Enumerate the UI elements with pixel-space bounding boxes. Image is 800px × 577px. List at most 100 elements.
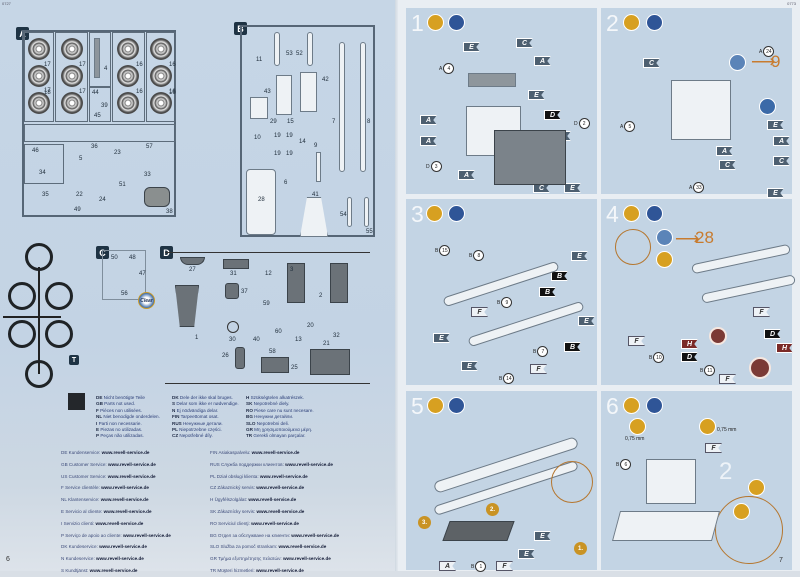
ring [45, 320, 73, 348]
service-link[interactable]: www.revell-service.de [107, 473, 156, 479]
element: A [620, 123, 624, 130]
c: 10 [653, 352, 665, 363]
num: 16 [136, 89, 143, 95]
reference-step-ghost: 2 [719, 458, 733, 485]
element: Servizio clienti: [63, 520, 95, 526]
c: 8 [473, 250, 485, 261]
paint-flag: C [516, 38, 533, 48]
element: CZ Zákaznický servis: www.revell-service… [210, 482, 339, 494]
ring [25, 360, 53, 388]
element: CZ [172, 433, 179, 439]
service-link[interactable]: www.revell-service.de [96, 556, 144, 562]
element: TR [210, 567, 217, 573]
element: Customer Service: [68, 461, 107, 467]
ring [45, 282, 73, 310]
element: I Parti non necessarie. [96, 421, 160, 427]
service-link[interactable]: www.revell-service.de [282, 556, 331, 562]
service-link[interactable]: www.revell-service.de [99, 544, 147, 550]
num: 26 [222, 353, 229, 359]
paint-flag: E [578, 316, 595, 326]
element: US [61, 473, 68, 479]
attention-icon [748, 479, 765, 496]
paint-flag: B [551, 271, 568, 281]
service-link[interactable]: www.revell-service.de [255, 567, 304, 573]
part [330, 263, 348, 303]
cell [112, 32, 145, 122]
element [38, 267, 40, 374]
lightpart [276, 75, 292, 115]
num: 36 [91, 144, 98, 150]
service-link[interactable]: www.revell-service.de [256, 485, 305, 491]
service-link[interactable]: www.revell-service.de [95, 520, 144, 526]
num: 49 [74, 207, 81, 213]
service-link[interactable]: www.revell-service.de [248, 497, 297, 503]
service-link[interactable]: www.revell-service.de [278, 544, 327, 550]
service-link[interactable]: www.revell-service.de [101, 450, 150, 455]
element: Μη χρησιμοποιούμενα μέρη. [254, 427, 313, 433]
element: P Serviço de apoio ao cliente: www.revel… [61, 530, 171, 542]
ring [8, 282, 36, 310]
element: E Piezas no utilizadas. [96, 427, 160, 433]
element: TR [246, 433, 253, 439]
num: 8 [367, 119, 371, 125]
service-link[interactable]: www.revell-service.de [100, 497, 149, 503]
c: 15 [439, 245, 451, 256]
c: 7 [537, 346, 549, 357]
element: Ненужни детайли. [254, 414, 294, 420]
element: DK [61, 544, 68, 550]
paint-flag: F [705, 443, 722, 453]
service-link[interactable]: www.revell-service.de [256, 508, 305, 514]
service-link[interactable]: www.revell-service.de [259, 473, 308, 479]
num: 7 [332, 119, 336, 125]
c: 24 [763, 46, 775, 57]
num: 15 [287, 119, 294, 125]
paint-flag: F [496, 561, 513, 571]
paint-flag: D [544, 110, 561, 120]
lightpart [364, 197, 369, 227]
assembly-step-1: 1 E C A E A D E A A C E A4 D2 D3 [405, 7, 598, 195]
paint-flag: F [471, 307, 488, 317]
c: 5 [624, 121, 636, 132]
num: 2 [319, 293, 323, 299]
element: Zákaznický servis: [217, 485, 255, 491]
paint-flag: C [773, 156, 790, 166]
num: 10 [254, 135, 261, 141]
lightpart [691, 243, 791, 275]
sequence-badge-1: 1. [574, 542, 587, 555]
paint-brush-icon [623, 205, 640, 222]
service-link[interactable]: www.revell-service.de [122, 532, 171, 538]
service-link[interactable]: www.revell-service.de [251, 520, 299, 526]
paint-flag: H [776, 343, 793, 353]
element: DK Dele der ikke skal bruges. [172, 395, 239, 401]
service-link[interactable]: www.revell-service.de [101, 485, 149, 491]
element: Ненужные детали. [182, 420, 223, 426]
page-code-right: 0773 [787, 1, 796, 6]
lightpart [339, 42, 345, 172]
service-link[interactable]: www.revell-service.de [291, 532, 340, 538]
element: NL [96, 414, 103, 420]
num: 23 [114, 150, 121, 156]
service-link[interactable]: www.revell-service.de [108, 461, 156, 467]
lightpart [468, 73, 516, 87]
glue-point-icon [759, 98, 776, 115]
service-link[interactable]: www.revell-service.de [103, 508, 152, 514]
service-link[interactable]: www.revell-service.de [89, 567, 138, 573]
paint-flag: A [420, 115, 437, 125]
element: Delar som ikke er nødvendige. [176, 401, 239, 407]
element: TR Müşteri hizmetleri: www.revell-servic… [210, 565, 339, 577]
customer-service-col2: FIN Asiakaspalvelu: www.revell-service.d… [210, 447, 339, 577]
element: Pièces non utilisées. [100, 407, 142, 413]
element: FIN [172, 414, 180, 420]
service-link[interactable]: www.revell-service.de [285, 461, 333, 467]
element: Τμήμα εξυπηρέτησης πελατών: [218, 556, 282, 562]
service-link[interactable]: www.revell-service.de [251, 450, 300, 455]
lightpart [700, 274, 797, 304]
element: E Servicio al cliente: www.revell-servic… [61, 506, 171, 518]
num: 31 [230, 271, 237, 277]
num: 47 [139, 271, 146, 277]
reference-step-number: 28 [695, 228, 714, 247]
sprue-b: 11 53 52 43 42 29 15 7 8 10 19 19 19 19 … [240, 25, 375, 237]
paint-flag: H [681, 339, 698, 349]
